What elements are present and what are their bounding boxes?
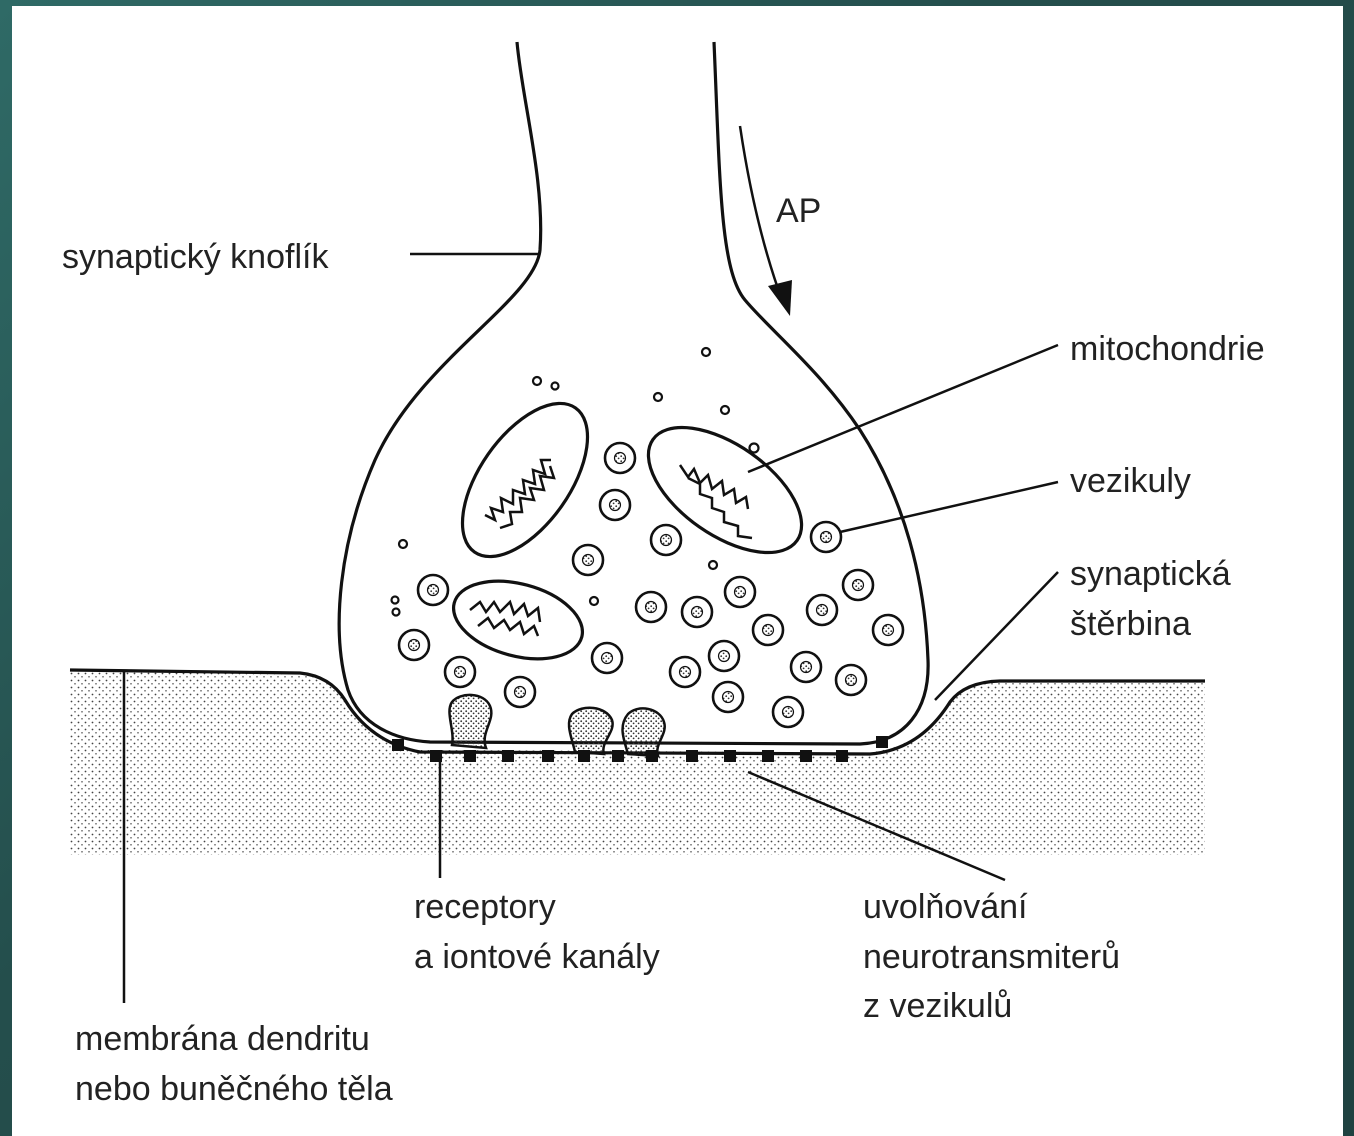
synaptic-vesicle — [592, 643, 622, 673]
receptor-square — [836, 750, 848, 762]
receptor-square — [502, 750, 514, 762]
label-ap: AP — [776, 192, 821, 230]
fusing-vesicle-2 — [569, 708, 613, 754]
receptor-square — [686, 750, 698, 762]
label-release-3: z vezikulů — [863, 987, 1012, 1025]
label-mitochondria: mitochondrie — [1070, 330, 1265, 368]
synaptic-vesicle — [753, 615, 783, 645]
synaptic-vesicle — [573, 545, 603, 575]
receptor-square — [800, 750, 812, 762]
label-cleft-1: synaptická — [1070, 555, 1231, 593]
synaptic-vesicle — [682, 597, 712, 627]
receptor-square — [542, 750, 554, 762]
label-cleft-2: štěrbina — [1070, 605, 1191, 643]
synaptic-vesicle — [670, 657, 700, 687]
label-membrane-1: membrána dendritu — [75, 1020, 370, 1058]
receptor-square — [646, 750, 658, 762]
label-receptors-1: receptory — [414, 888, 556, 926]
synaptic-vesicle — [836, 665, 866, 695]
receptor-square — [464, 750, 476, 762]
synaptic-vesicle — [505, 677, 535, 707]
label-synaptic-knob: synaptický knoflík — [62, 238, 329, 276]
synaptic-vesicle — [807, 595, 837, 625]
synaptic-vesicle — [791, 652, 821, 682]
synaptic-vesicle — [873, 615, 903, 645]
receptor-square — [392, 739, 404, 751]
synaptic-vesicle — [773, 697, 803, 727]
receptor-square — [762, 750, 774, 762]
receptor-square — [724, 750, 736, 762]
fusing-vesicle-1 — [449, 695, 491, 748]
ap-arrow-head — [768, 280, 792, 316]
label-membrane-2: nebo buněčného těla — [75, 1070, 393, 1108]
synaptic-vesicle — [445, 657, 475, 687]
label-receptors-2: a iontové kanály — [414, 938, 660, 976]
receptor-square — [876, 736, 888, 748]
synaptic-vesicle — [843, 570, 873, 600]
synaptic-vesicle — [418, 575, 448, 605]
synaptic-vesicle — [709, 641, 739, 671]
synaptic-vesicle — [725, 577, 755, 607]
leader-mitochondria — [748, 345, 1058, 472]
receptor-square — [612, 750, 624, 762]
synaptic-vesicle — [713, 682, 743, 712]
leader-vesicles — [840, 482, 1058, 532]
synaptic-vesicle — [651, 525, 681, 555]
synaptic-vesicle — [811, 522, 841, 552]
synaptic-vesicle — [399, 630, 429, 660]
fusing-vesicle-3 — [623, 708, 665, 756]
synaptic-vesicle — [605, 443, 635, 473]
receptor-square — [578, 750, 590, 762]
fusing-vesicles — [449, 695, 664, 756]
synaptic-vesicle — [636, 592, 666, 622]
label-vesicles: vezikuly — [1070, 462, 1191, 500]
synaptic-vesicle — [600, 490, 630, 520]
label-release-2: neurotransmiterů — [863, 938, 1120, 976]
mitochondrion-3 — [445, 568, 591, 672]
label-release-1: uvolňování — [863, 888, 1028, 926]
postsynaptic-tissue — [70, 670, 1205, 855]
